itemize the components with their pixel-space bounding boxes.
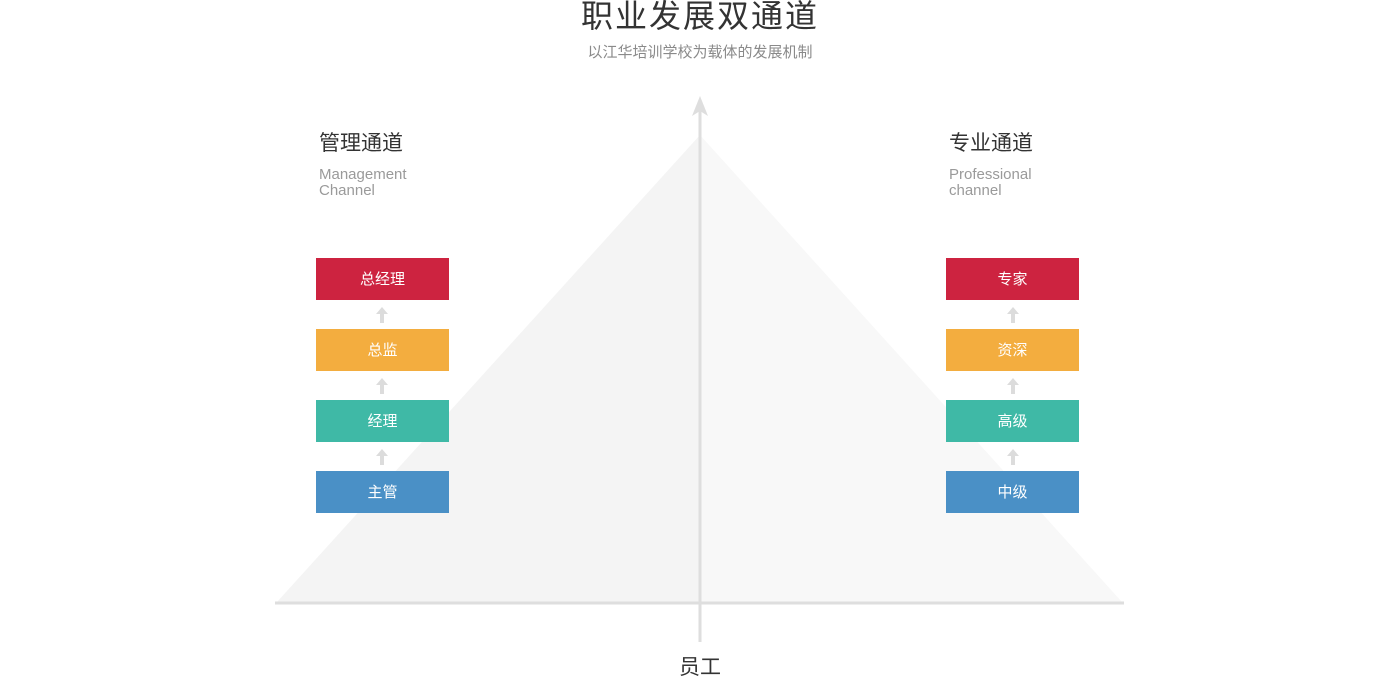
professional-subtitle-line2: channel (949, 182, 1002, 199)
management-level-director: 总监 (316, 329, 449, 371)
management-subtitle-line1: Management (319, 166, 407, 183)
base-label: 员工 (679, 655, 721, 679)
up-arrow-icon (1007, 378, 1019, 394)
management-level-general-manager: 总经理 (316, 258, 449, 300)
up-arrow-icon (376, 307, 388, 323)
up-arrow-icon (376, 378, 388, 394)
professional-subtitle-line1: Professional (949, 166, 1032, 183)
professional-channel-title: 专业通道 (949, 131, 1033, 155)
professional-level-intermediate: 中级 (946, 471, 1079, 513)
professional-level-advanced: 高级 (946, 400, 1079, 442)
up-arrow-icon (376, 449, 388, 465)
page-title: 职业发展双通道 (580, 0, 819, 35)
up-arrow-icon (1007, 307, 1019, 323)
management-subtitle-line2: Channel (319, 182, 375, 199)
management-level-manager: 经理 (316, 400, 449, 442)
management-channel-subtitle: Management Channel (319, 167, 459, 199)
management-level-supervisor: 主管 (316, 471, 449, 513)
professional-level-senior: 资深 (946, 329, 1079, 371)
professional-channel-subtitle: Professional channel (949, 167, 1089, 199)
page-subtitle: 以江华培训学校为载体的发展机制 (587, 43, 813, 61)
management-channel-title: 管理通道 (319, 131, 403, 155)
up-arrow-icon (1007, 449, 1019, 465)
axis-arrow-head (692, 96, 708, 116)
professional-level-expert: 专家 (946, 258, 1079, 300)
